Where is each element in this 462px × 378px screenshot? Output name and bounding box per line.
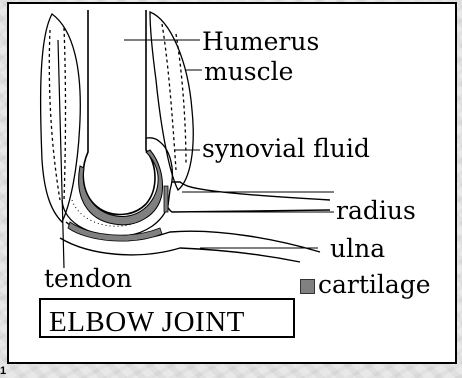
label-tendon: tendon	[44, 266, 132, 291]
cartilage-legend-swatch	[300, 279, 315, 294]
label-synovial-fluid: synovial fluid	[202, 136, 370, 161]
label-radius: radius	[336, 198, 416, 223]
figure-number: 1	[0, 366, 6, 377]
label-cartilage: cartilage	[318, 272, 431, 297]
label-muscle: muscle	[204, 59, 293, 84]
radius-bone	[164, 182, 330, 212]
humerus-bone	[83, 10, 155, 215]
title-box: ELBOW JOINT	[39, 298, 295, 338]
radius-cartilage	[164, 186, 168, 212]
label-ulna: ulna	[330, 236, 385, 261]
ulna-bone	[60, 222, 320, 262]
diagram-title: ELBOW JOINT	[49, 306, 245, 339]
tendon-line	[58, 40, 64, 268]
ulna-cartilage	[68, 222, 162, 241]
label-humerus: Humerus	[202, 29, 319, 54]
